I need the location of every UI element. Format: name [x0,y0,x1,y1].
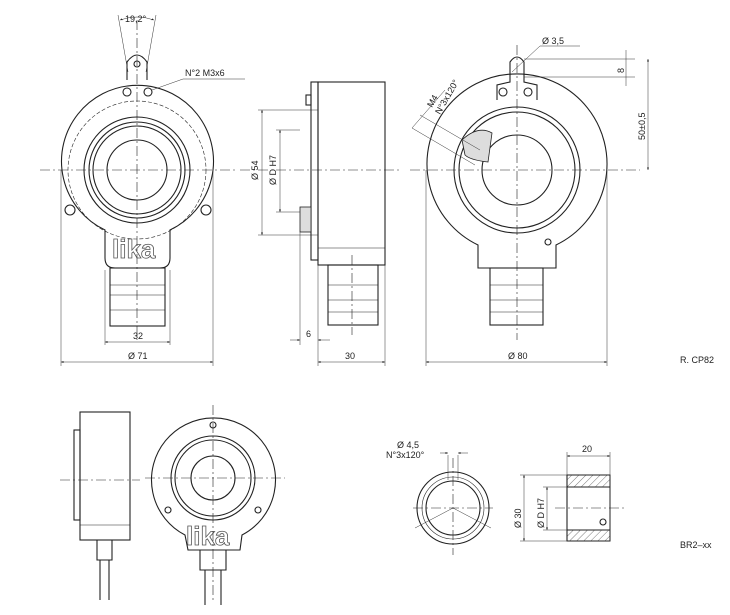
rear-diameter-label: Ø 80 [508,351,528,361]
flange-label: 6 [306,329,311,339]
bush-hole-label: Ø 4,5 [397,440,419,450]
center-height-label: 50±0,5 [637,113,647,140]
connector-width-label: 32 [133,331,143,341]
reference-bottom: BR2–xx [680,540,712,550]
lug-height-label: 8 [616,68,626,73]
angle-label: 19,2° [125,14,147,24]
bottom-front-view: lika [145,405,285,605]
lika-logo: lika [112,234,156,264]
bush-side-view: 20 Ø 30 Ø D H7 [513,444,625,542]
bush-length-label: 20 [582,444,592,454]
bore-diameter-label: Ø 54 [250,160,260,180]
rear-view: Ø 3,5 8 50±0,5 M4 N°3x120° Ø 80 [410,36,649,366]
bush-hole-count-label: N°3x120° [386,450,425,460]
shaft-label: Ø D H7 [268,155,278,185]
bush-outer-dia-label: Ø 30 [513,508,523,528]
bush-inner-dia-label: Ø D H7 [536,498,546,528]
bush-front-view: Ø 4,5 N°3x120° [386,440,493,555]
front-view: lika 19,2° N°2 M3x6 32 Ø 71 [40,14,245,366]
reference-top: R. CP82 [680,355,714,365]
front-diameter-label: Ø 71 [128,351,148,361]
side-view: Ø 54 Ø D H7 6 30 [240,81,400,366]
screws-label: N°2 M3x6 [185,68,225,78]
depth-label: 30 [345,351,355,361]
bottom-side-view [60,411,140,600]
lika-logo-small: lika [186,521,230,551]
hole-label: Ø 3,5 [542,36,564,46]
